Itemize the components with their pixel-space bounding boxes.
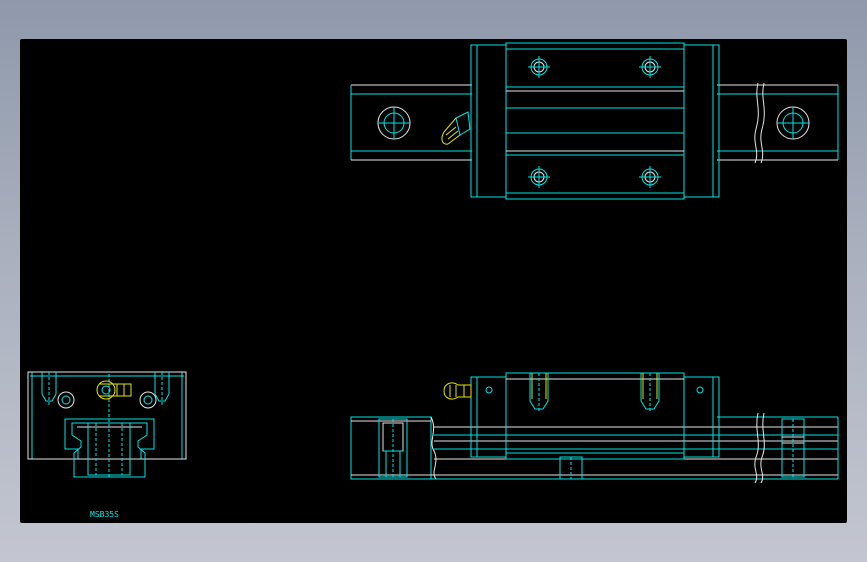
top-view-block-body	[505, 42, 685, 200]
cad-drawing: MSB35S	[27, 42, 839, 519]
side-view-rail-left	[350, 416, 437, 480]
part-label: MSB35S	[90, 510, 119, 519]
top-view-end-plates	[470, 44, 720, 198]
top-view-rail-hole-right	[776, 106, 810, 140]
side-view-tapped-holes	[529, 373, 660, 411]
top-view-rail-left	[350, 84, 472, 161]
top-view	[350, 42, 839, 200]
side-view-grease-nipple	[443, 382, 472, 400]
side-view-block-body	[505, 372, 685, 460]
end-view-grease-nipple	[96, 380, 132, 400]
end-view	[27, 371, 187, 479]
side-view-end-plates	[470, 376, 720, 458]
top-view-block-holes	[528, 56, 661, 188]
top-view-rail-hole-left	[377, 106, 411, 140]
top-view-grease-nipple	[441, 111, 471, 145]
cad-viewport[interactable]: MSB35S	[20, 39, 847, 523]
side-view-rail-main	[431, 412, 839, 484]
top-view-rail-right	[717, 82, 839, 164]
side-view	[350, 372, 839, 484]
